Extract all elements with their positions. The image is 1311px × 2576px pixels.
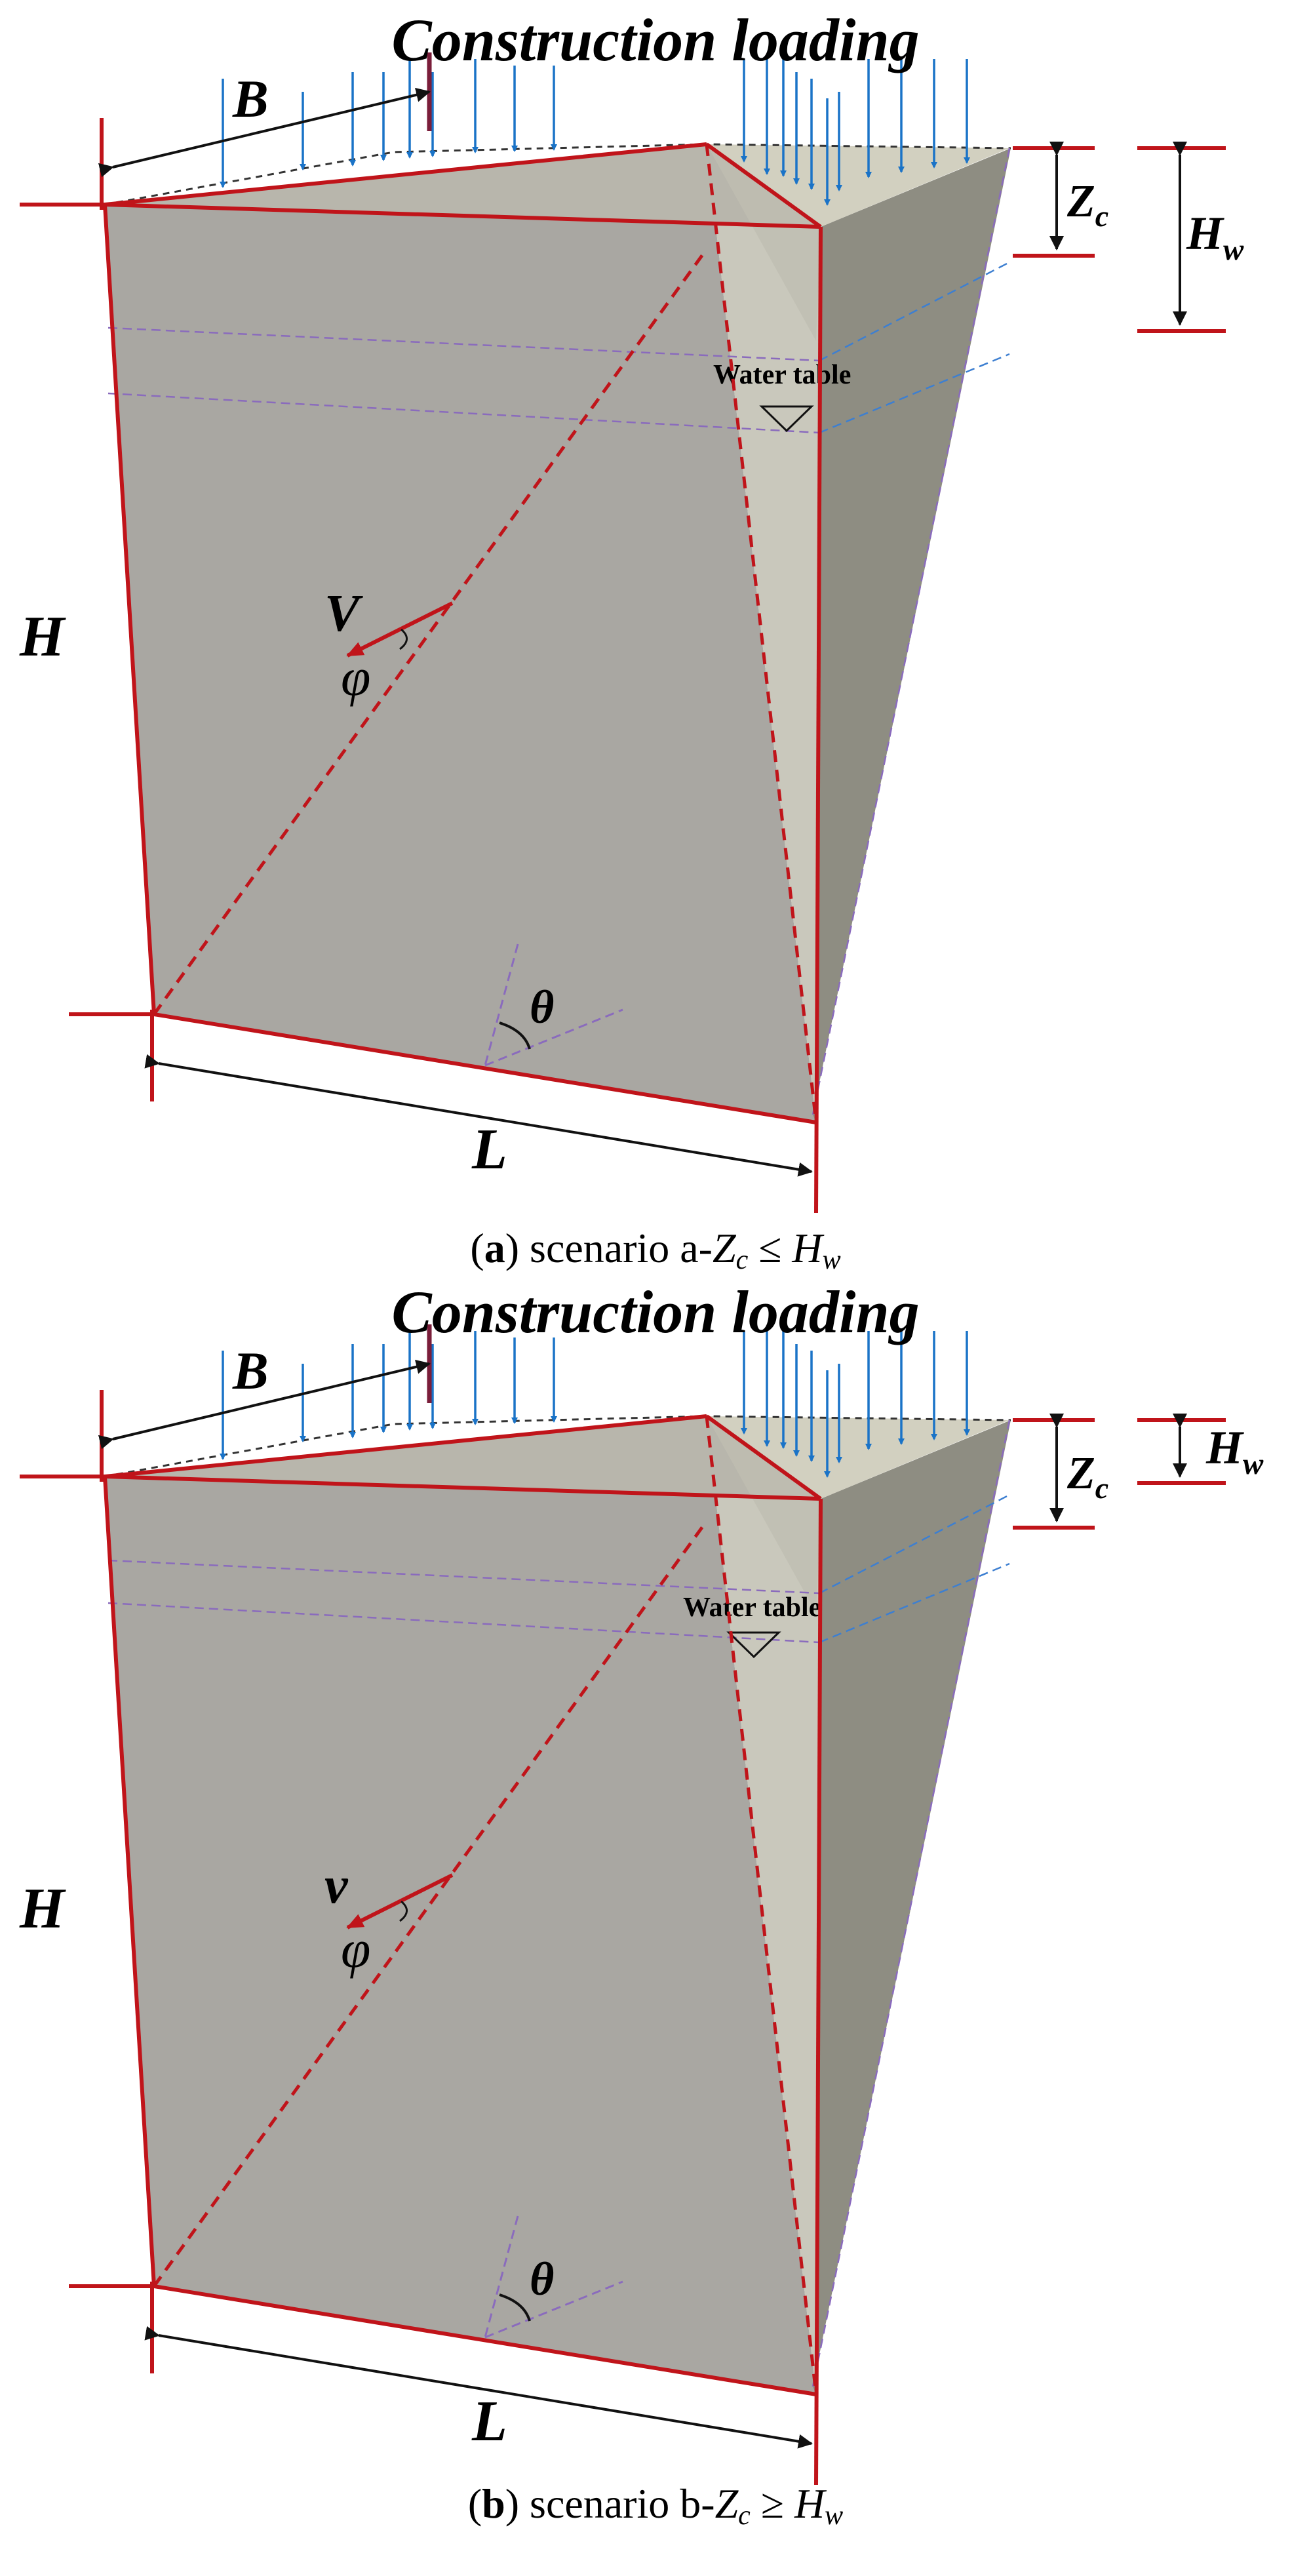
water-line-4 <box>819 353 1010 434</box>
water-table-icon <box>759 405 814 433</box>
edge-top-front <box>104 1475 821 1501</box>
theta-line-2 <box>484 2280 623 2339</box>
diagram-title: Construction loading <box>391 1278 919 1345</box>
h-label: H <box>19 1877 66 1941</box>
top-dashed-edge <box>104 1415 1011 1478</box>
edge-right-vertical <box>814 226 823 1214</box>
velocity-label: V <box>324 585 363 643</box>
theta-line-2 <box>484 1008 623 1067</box>
water-line-1 <box>108 1559 820 1595</box>
l-label: L <box>471 1118 507 1181</box>
b-arrow <box>98 87 431 178</box>
theta-line-1 <box>484 943 519 1066</box>
water-table-icon <box>726 1631 781 1659</box>
velocity-arrow <box>346 601 454 658</box>
b-label: B <box>232 1341 269 1400</box>
theta-arc <box>499 1021 531 1050</box>
slip-line-right <box>705 144 818 1123</box>
diagram-title: Construction loading <box>391 7 919 73</box>
l-label: L <box>471 2390 507 2453</box>
water-line-3 <box>819 261 1010 362</box>
water-table-label: Water table <box>713 360 851 390</box>
hw-label: Hw <box>1205 1421 1264 1481</box>
edge-top-right <box>705 1414 822 1501</box>
phi-arc <box>399 1900 408 1922</box>
theta-label: θ <box>530 981 554 1033</box>
wedge-shade <box>707 144 821 341</box>
b-label: B <box>232 69 269 129</box>
water-line-2 <box>108 392 820 434</box>
phi-label: φ <box>341 647 370 707</box>
top-dashed-edge <box>104 143 1011 206</box>
velocity-label: v <box>324 1857 349 1914</box>
left-face <box>105 144 816 1122</box>
right-edge-dash <box>812 1419 1011 2387</box>
water-table-label: Water table <box>683 1593 821 1623</box>
water-line-1 <box>108 327 820 362</box>
right-face <box>813 148 1011 1122</box>
slip-line-right <box>705 1416 818 2395</box>
right-face <box>813 1420 1011 2394</box>
right-edge-dash <box>812 148 1011 1115</box>
phi-label: φ <box>341 1919 370 1979</box>
wedge-shade <box>707 1416 821 1613</box>
l-arrow <box>144 1054 813 1177</box>
edge-top-front <box>104 203 821 229</box>
caption: (a) scenario a-Zc ≤ Hw <box>470 1225 840 1275</box>
hw-label: Hw <box>1186 207 1244 267</box>
caption: (b) scenario b-Zc ≥ Hw <box>468 2480 843 2531</box>
water-line-2 <box>108 1602 820 1644</box>
h-label: H <box>19 605 66 669</box>
edge-top-right <box>705 142 822 229</box>
theta-label: θ <box>530 2253 554 2305</box>
theta-arc <box>499 2293 531 2322</box>
zc-label: Zc <box>1066 176 1108 233</box>
phi-arc <box>399 628 408 650</box>
edge-left <box>103 204 156 1015</box>
zc-label: Zc <box>1066 1448 1108 1505</box>
water-line-3 <box>819 1494 1010 1595</box>
b-arrow <box>98 1359 431 1450</box>
velocity-arrow <box>346 1873 454 1930</box>
edge-left <box>103 1476 156 2287</box>
water-line-4 <box>819 1562 1010 1644</box>
left-face <box>105 1416 816 2394</box>
l-arrow <box>144 2326 813 2449</box>
theta-line-1 <box>484 2215 519 2338</box>
top-front-face <box>105 1416 821 1499</box>
top-front-face <box>105 144 821 227</box>
edge-right-vertical <box>814 1498 823 2486</box>
